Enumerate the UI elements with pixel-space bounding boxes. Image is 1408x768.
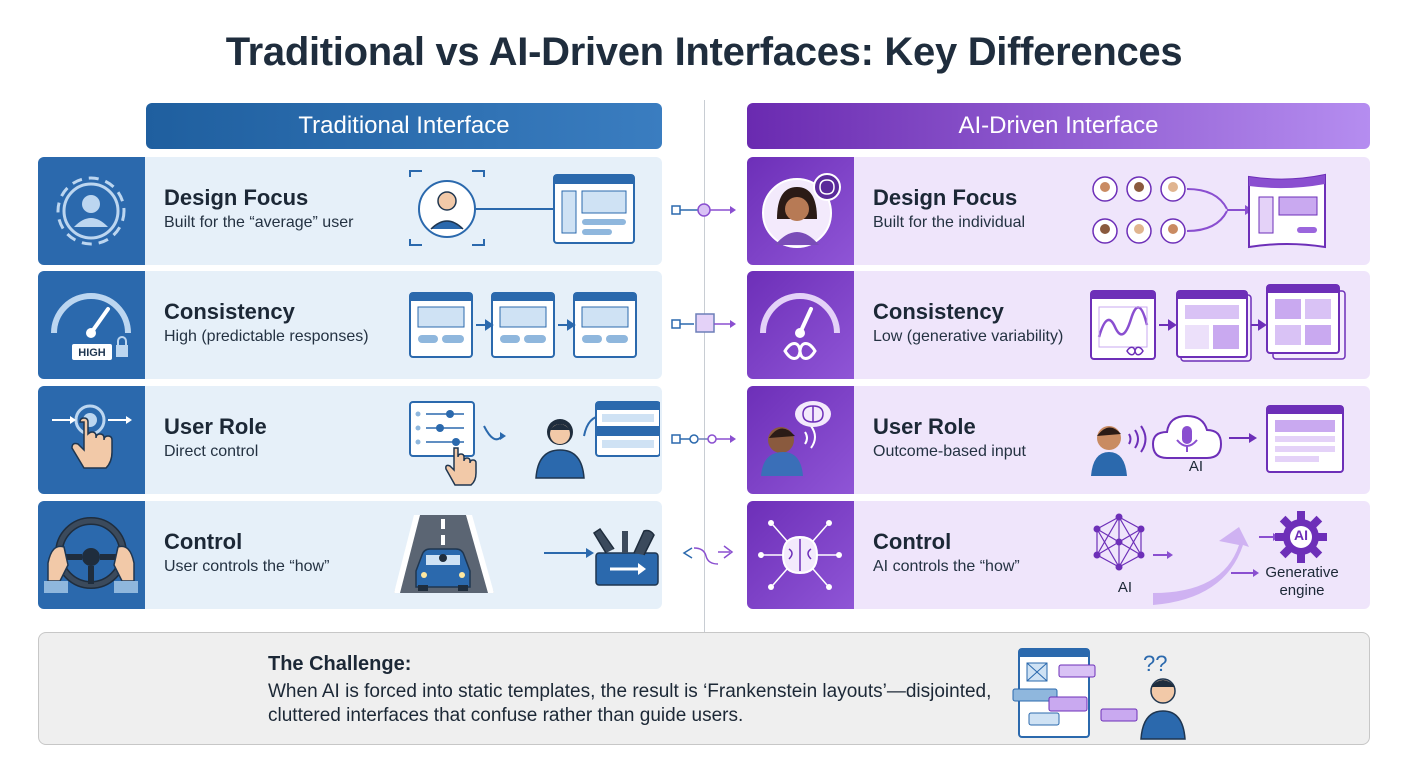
connector-user-role [671,434,736,444]
row-title: Design Focus [873,185,1018,210]
row-title: User Role [164,414,267,439]
page-title: Traditional vs AI-Driven Interfaces: Key… [225,30,1183,74]
row-subtitle: Built for the individual [873,214,1026,231]
row-title: Consistency [873,299,1004,324]
ai-network-to-generative-engine-illustration [1093,511,1327,605]
ai-network-label: AI [1117,579,1133,596]
steering-wheel-icon [38,501,145,609]
challenge-title: The Challenge: [268,653,412,675]
row-title: User Role [873,414,976,439]
brain-network-icon [747,501,854,609]
confused-user-frankenstein-layout-icon: ?? [1012,648,1186,740]
challenge-box: The Challenge: When AI is forced into st… [38,632,1370,745]
ai-cloud-label: AI [1188,458,1204,475]
row-subtitle: Direct control [164,443,259,460]
row-subtitle: High (predictable responses) [164,328,369,345]
user-gear-icon [38,157,145,265]
connector-consistency [671,313,736,333]
high-badge: HIGH [78,347,106,359]
traditional-column-header: Traditional Interface [146,103,662,149]
row-subtitle: AI controls the “how” [873,558,1020,575]
row-subtitle: Outcome-based input [873,443,1026,460]
engine-ai-badge: AI [1294,527,1308,543]
car-on-road-to-toolbox-illustration [394,515,659,593]
finger-press-icon [38,386,145,494]
individual-users-to-custom-layout-illustration [1092,173,1326,249]
row-title: Control [164,529,243,554]
average-user-to-template-illustration [409,170,635,246]
varying-layouts-sequence-illustration [1090,284,1346,362]
row-subtitle: Low (generative variability) [873,328,1064,345]
ai-row-design-focus: Design Focus Built for the individual [747,157,1370,265]
gauge-lock-icon: HIGH [38,271,145,379]
connector-design-focus [671,203,736,217]
ai-row-control: Control AI controls the “how” AI [747,501,1370,609]
direct-manual-control-illustration [409,401,660,486]
traditional-row-control: Control User controls the “how” [38,501,662,609]
center-divider [704,100,705,632]
traditional-row-user-role: User Role Direct control [38,386,662,494]
identical-templates-sequence-illustration [409,292,637,358]
row-title: Control [873,529,952,554]
personalized-user-brain-icon [747,157,854,265]
row-title: Consistency [164,299,295,324]
traditional-row-design-focus: Design Focus Built for the “average” use… [38,157,662,265]
ai-row-consistency: Consistency Low (generative variability) [747,271,1370,379]
voice-input-to-ai-cloud-illustration [1091,405,1344,476]
row-subtitle: Built for the “average” user [164,214,354,231]
row-title: Design Focus [164,185,309,210]
ai-row-user-role: User Role Outcome-based input AI [747,386,1370,494]
generative-engine-label: Generative engine [1265,564,1339,599]
question-marks: ?? [1143,651,1167,676]
connector-control [682,545,734,565]
gauge-infinity-icon [747,271,854,379]
challenge-body: When AI is forced into static templates,… [268,681,992,726]
row-subtitle: User controls the “how” [164,558,330,575]
speaking-head-brain-icon [747,386,854,494]
traditional-row-consistency: HIGH Consistency High (predictable respo… [38,271,662,379]
ai-column-header: AI-Driven Interface [747,103,1370,149]
